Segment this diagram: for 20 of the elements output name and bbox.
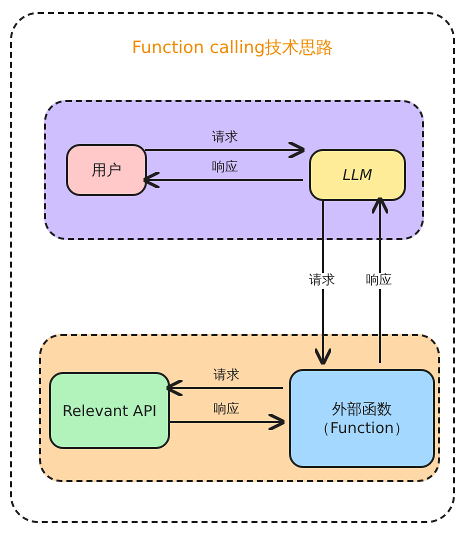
arrow [313, 199, 333, 366]
edge-label: 响应 [364, 273, 394, 289]
edge-label: 响应 [211, 160, 239, 176]
node-label: Function calling技术思路 [130, 37, 334, 59]
arrow [142, 170, 303, 190]
process-box: Relevant API [49, 372, 170, 449]
edge-label: 请求 [212, 368, 240, 384]
outer-frame [10, 12, 455, 523]
group-box [39, 334, 440, 482]
arrow [145, 140, 306, 160]
group-box [44, 100, 424, 240]
process-box: LLM [309, 149, 406, 201]
arrow [168, 412, 286, 432]
arrow [164, 378, 283, 398]
edge-label: 请求 [211, 130, 239, 146]
edge-label: 请求 [307, 273, 337, 289]
arrow [370, 196, 390, 363]
process-box: 用户 [66, 144, 147, 196]
edge-label: 响应 [212, 402, 240, 418]
process-box: 外部函数（Function） [289, 369, 435, 468]
